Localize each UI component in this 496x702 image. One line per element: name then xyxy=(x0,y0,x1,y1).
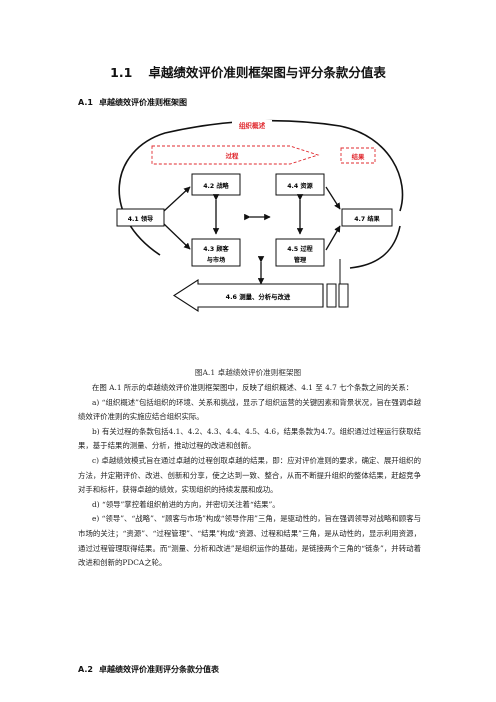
results-label: 4.7 结果 xyxy=(354,215,380,223)
result-label: 结果 xyxy=(352,152,365,161)
strategy-label: 4.2 战略 xyxy=(203,182,229,190)
process-mgmt-label-1: 4.5 过程 xyxy=(287,245,313,253)
body-text: 在图 A.1 所示的卓越绩效评价准则框架图中，反映了组织概述、4.1 至 4.7… xyxy=(78,381,421,571)
paragraph-b: b) 有关过程的条款包括4.1、4.2、4.3、4.4、4.5、4.6，结果条款… xyxy=(78,426,421,451)
process-mgmt-label-2: 管理 xyxy=(294,256,307,264)
leadership-box xyxy=(116,208,165,227)
measurement-label: 4.6 测量、分析与改进 xyxy=(226,292,291,301)
resources-label: 4.4 资源 xyxy=(287,182,313,190)
results-box xyxy=(341,208,393,227)
process-label: 过程 xyxy=(226,151,239,160)
outer-loop-path xyxy=(118,119,404,256)
arrow-process-results xyxy=(325,225,341,251)
paragraph-e: e) “领导”、“战略”、“顾客与市场”构成“领导作用”三角，是驱动性的，旨在强… xyxy=(78,514,421,568)
measurement-tail-box-2 xyxy=(338,283,349,308)
paragraph-c: c) 卓越绩效模式旨在通过卓越的过程创取卓越的结果，即：应对评价准则的要求，确定… xyxy=(78,455,421,495)
measurement-tail-box-1 xyxy=(326,283,337,308)
measurement-arrow xyxy=(172,278,324,313)
arrow-leader-strategy xyxy=(163,186,191,212)
paragraph-d: d) “领导”掌控着组织前进的方向，并密切关注着“结果”。 xyxy=(92,499,280,509)
outer-loop-bottom-path xyxy=(349,225,401,269)
customer-label-2: 与市场 xyxy=(207,256,226,264)
process-mgmt-box xyxy=(275,238,325,267)
leadership-label: 4.1 领导 xyxy=(128,215,154,223)
customer-label-1: 4.3 顾客 xyxy=(203,245,229,253)
profile-label: 组织概述 xyxy=(239,121,266,130)
customer-box xyxy=(191,238,241,267)
arrow-resources-results xyxy=(325,186,341,210)
figure-caption: 图A.1 卓越绩效评价准则框架图 xyxy=(194,368,302,377)
result-box xyxy=(340,147,376,164)
arrow-leader-customer xyxy=(163,223,191,250)
profile-label-bg xyxy=(232,120,272,129)
paragraph-a: a) “组织概述”包括组织的环境、关系和挑战，显示了组织运营的关键因素和背景状况… xyxy=(78,397,421,422)
paragraph-intro: 在图 A.1 所示的卓越绩效评价准则框架图中，反映了组织概述、4.1 至 4.7… xyxy=(92,383,414,392)
process-arrow xyxy=(151,145,320,165)
